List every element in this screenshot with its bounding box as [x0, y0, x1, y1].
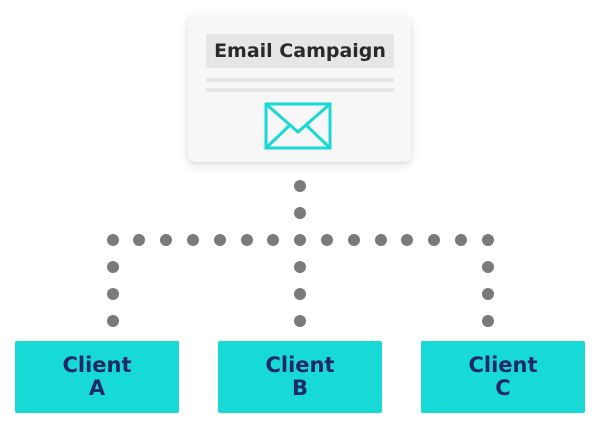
- client-c-box: Client C: [421, 341, 585, 413]
- client-b-label-line1: Client: [265, 353, 335, 377]
- client-a-box: Client A: [15, 341, 179, 413]
- client-a-label-line1: Client: [62, 353, 132, 377]
- client-c-label-line2: C: [495, 376, 511, 400]
- client-a-label-line2: A: [88, 376, 106, 400]
- campaign-title: Email Campaign: [206, 34, 394, 68]
- client-c-label-line1: Client: [468, 353, 538, 377]
- email-campaign-card: Email Campaign: [188, 16, 411, 162]
- envelope-icon: [264, 102, 332, 150]
- placeholder-text-line: [206, 78, 394, 82]
- client-b-label-line2: B: [291, 376, 308, 400]
- placeholder-text-line: [206, 88, 394, 92]
- client-b-box: Client B: [218, 341, 382, 413]
